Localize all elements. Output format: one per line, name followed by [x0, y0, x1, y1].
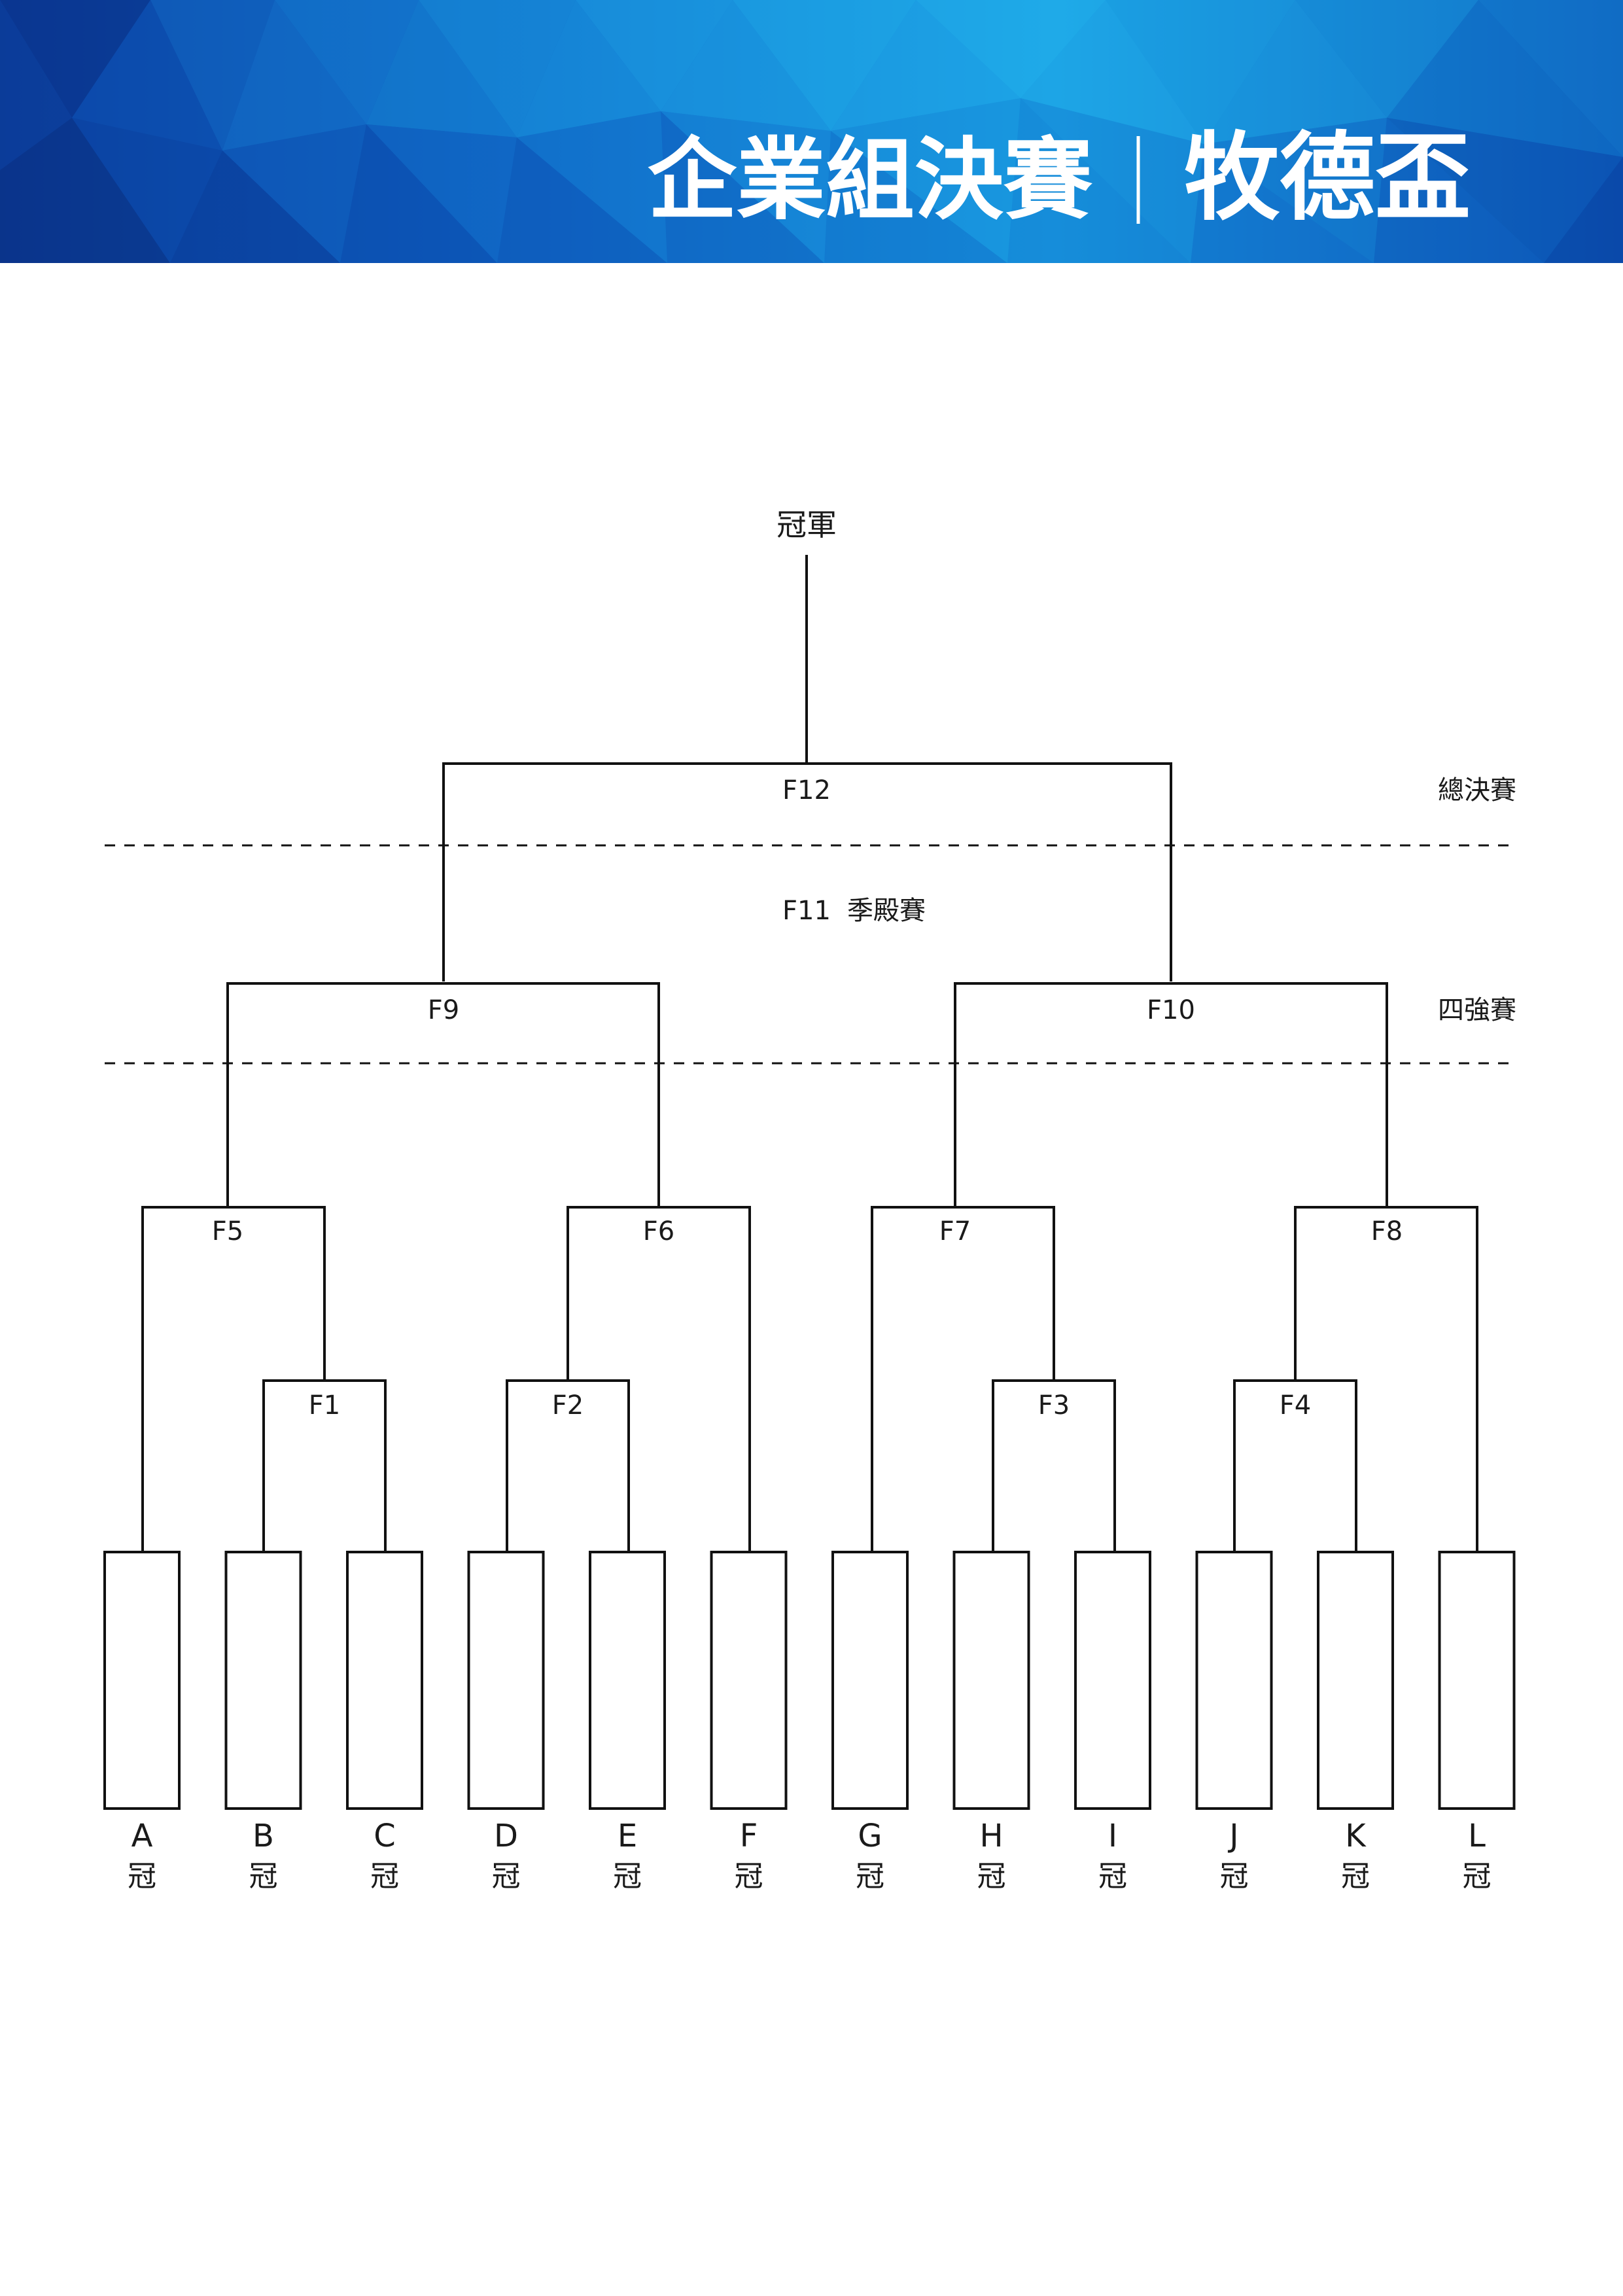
seed-letter-b: B — [253, 1818, 274, 1854]
match-line-f12 — [442, 762, 1172, 981]
match-label-f2: F2 — [552, 1390, 584, 1421]
seed-suffix-h: 冠 — [977, 1860, 1006, 1893]
seed-letter-g: G — [858, 1818, 882, 1854]
seed-letter-f: F — [740, 1818, 758, 1854]
seed-letter-e: E — [618, 1818, 637, 1854]
match-label-f12: F12 — [782, 775, 831, 805]
seed-box-e — [589, 1551, 666, 1810]
match-line-f10 — [954, 982, 1388, 1207]
seed-letter-j: J — [1227, 1818, 1238, 1854]
seed-box-i — [1074, 1551, 1151, 1810]
match-label-f7: F7 — [939, 1216, 971, 1246]
seed-suffix-f: 冠 — [735, 1860, 763, 1893]
match-label-f6: F6 — [643, 1216, 674, 1246]
seed-suffix-i: 冠 — [1098, 1860, 1127, 1893]
seed-boxes — [103, 1551, 1516, 1810]
match-line-f5 — [141, 1206, 326, 1552]
seed-box-h — [952, 1551, 1030, 1810]
header-banner: 企業組決賽 牧德盃 — [0, 0, 1623, 263]
seed-suffix-b: 冠 — [249, 1860, 278, 1893]
seed-box-k — [1317, 1551, 1394, 1810]
seed-box-d — [467, 1551, 545, 1810]
round-label-semi: 四強賽 — [1438, 995, 1516, 1025]
match-label-f9: F9 — [428, 995, 459, 1025]
seed-letter-l: L — [1468, 1818, 1486, 1854]
match-label-f4: F4 — [1280, 1390, 1311, 1421]
seed-box-f — [710, 1551, 788, 1810]
header-title-right: 牧德盃 — [1184, 122, 1471, 234]
match-label-f5: F5 — [212, 1216, 243, 1246]
match-line-f6 — [567, 1206, 751, 1552]
round-label-final: 總決賽 — [1438, 775, 1516, 805]
match-line-f1 — [262, 1379, 387, 1552]
match-line-f8 — [1294, 1206, 1478, 1552]
seed-box-g — [831, 1551, 909, 1810]
match-label-f1: F1 — [309, 1390, 340, 1421]
seed-letter-a: A — [131, 1818, 153, 1854]
seed-box-a — [103, 1551, 181, 1810]
match-line-f3 — [992, 1379, 1116, 1552]
seed-letter-k: K — [1345, 1818, 1367, 1854]
seed-box-j — [1195, 1551, 1273, 1810]
match-label-f8: F8 — [1371, 1216, 1403, 1246]
match-label-f3: F3 — [1038, 1390, 1070, 1421]
seed-letter-d: D — [494, 1818, 518, 1854]
seed-suffix-j: 冠 — [1220, 1860, 1249, 1893]
seed-suffix-a: 冠 — [128, 1860, 156, 1893]
bracket-lines — [141, 555, 1478, 1552]
seed-suffix-e: 冠 — [613, 1860, 642, 1893]
match-line-f7 — [871, 1206, 1055, 1552]
match-line-f4 — [1233, 1379, 1357, 1552]
match-label-f10: F10 — [1147, 995, 1195, 1025]
seed-suffix-d: 冠 — [492, 1860, 521, 1893]
header-title-left: 企業組決賽 — [648, 129, 1092, 232]
header-polygon-pattern — [0, 0, 1623, 263]
match-label-f11: F11 — [782, 896, 831, 926]
seed-letter-i: I — [1108, 1818, 1117, 1854]
champion-label: 冠軍 — [777, 507, 837, 542]
seed-suffix-l: 冠 — [1463, 1860, 1492, 1893]
third-place-label: 季殿賽 — [847, 896, 926, 926]
match-line-f2 — [506, 1379, 630, 1552]
seed-suffix-g: 冠 — [856, 1860, 884, 1893]
seed-suffix-k: 冠 — [1341, 1860, 1370, 1893]
seed-box-b — [224, 1551, 302, 1810]
seed-suffix-c: 冠 — [370, 1860, 399, 1893]
seed-box-l — [1438, 1551, 1516, 1810]
seed-letter-h: H — [979, 1818, 1003, 1854]
match-line-f9 — [226, 982, 660, 1207]
seed-letter-c: C — [374, 1818, 396, 1854]
seed-box-c — [346, 1551, 423, 1810]
